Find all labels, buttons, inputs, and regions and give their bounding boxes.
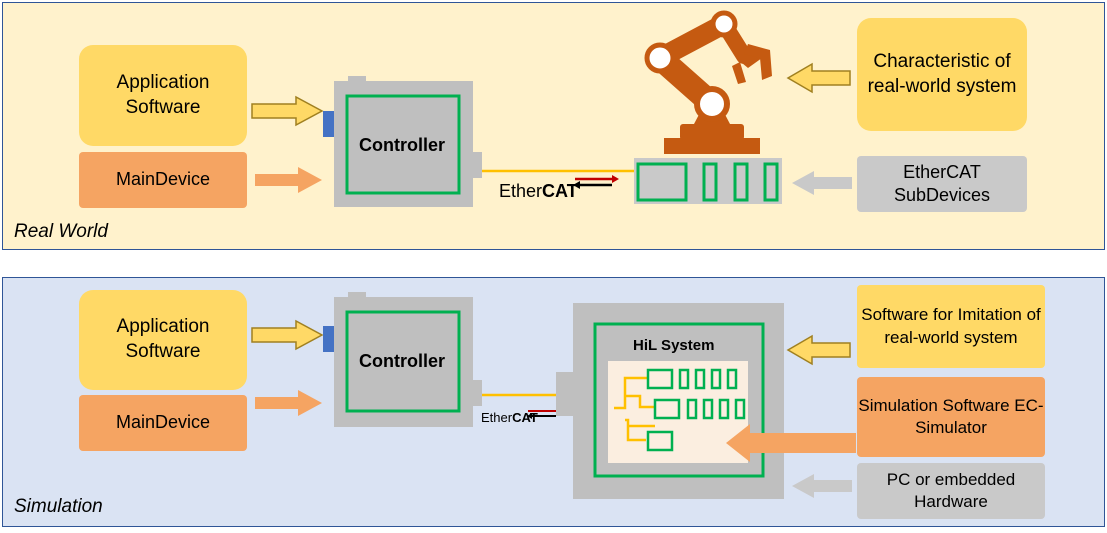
subdevices-rack xyxy=(634,158,782,204)
robot-arm-icon xyxy=(644,10,772,154)
subdevices-box: EtherCAT SubDevices xyxy=(857,156,1027,212)
maindevice-box: MainDevice xyxy=(79,152,247,208)
simulation-to-board-arrow xyxy=(726,424,856,462)
hil-green-frame xyxy=(593,322,765,478)
app-software-box: Application Software xyxy=(79,45,247,146)
ethercat-logo: EtherCAT xyxy=(499,181,578,201)
imitation-software-box: Software for Imitation of real-world sys… xyxy=(857,285,1045,368)
sim-blue-port xyxy=(323,326,334,352)
subdevices-to-rack-arrow xyxy=(792,171,852,195)
sim-controller-body xyxy=(334,297,473,427)
controller-port-right xyxy=(473,152,482,178)
simulation-software-box: Simulation Software EC-Simulator xyxy=(857,377,1045,457)
controller-label: Controller xyxy=(359,135,446,155)
imitation-to-hil-arrow xyxy=(786,334,851,366)
real-world-label: Real World xyxy=(14,221,108,242)
controller-green-frame xyxy=(345,94,461,195)
app-to-controller-arrow xyxy=(251,95,324,127)
sim-controller-label: Controller xyxy=(359,351,446,371)
hil-port xyxy=(556,372,574,416)
hil-system-label: HiL System xyxy=(633,337,715,354)
sim-app-software-box: Application Software xyxy=(79,290,247,390)
controller-tab-top xyxy=(348,76,366,82)
hardware-to-hil-arrow xyxy=(792,474,852,498)
maindevice-to-controller-arrow xyxy=(255,167,322,193)
characteristic-box: Characteristic of real-world system xyxy=(857,18,1027,131)
sim-app-to-controller-arrow xyxy=(251,319,324,351)
sim-maindevice-box: MainDevice xyxy=(79,395,247,451)
sim-ethercat-logo: EtherCAT xyxy=(481,410,538,425)
sim-maindevice-to-controller-arrow xyxy=(255,390,322,416)
blue-port xyxy=(323,111,334,137)
controller-body xyxy=(334,81,473,207)
hardware-box: PC or embedded Hardware xyxy=(857,463,1045,519)
sim-controller-green-frame xyxy=(345,310,461,413)
characteristic-to-robot-arrow xyxy=(786,62,851,94)
simulation-label: Simulation xyxy=(14,496,103,517)
